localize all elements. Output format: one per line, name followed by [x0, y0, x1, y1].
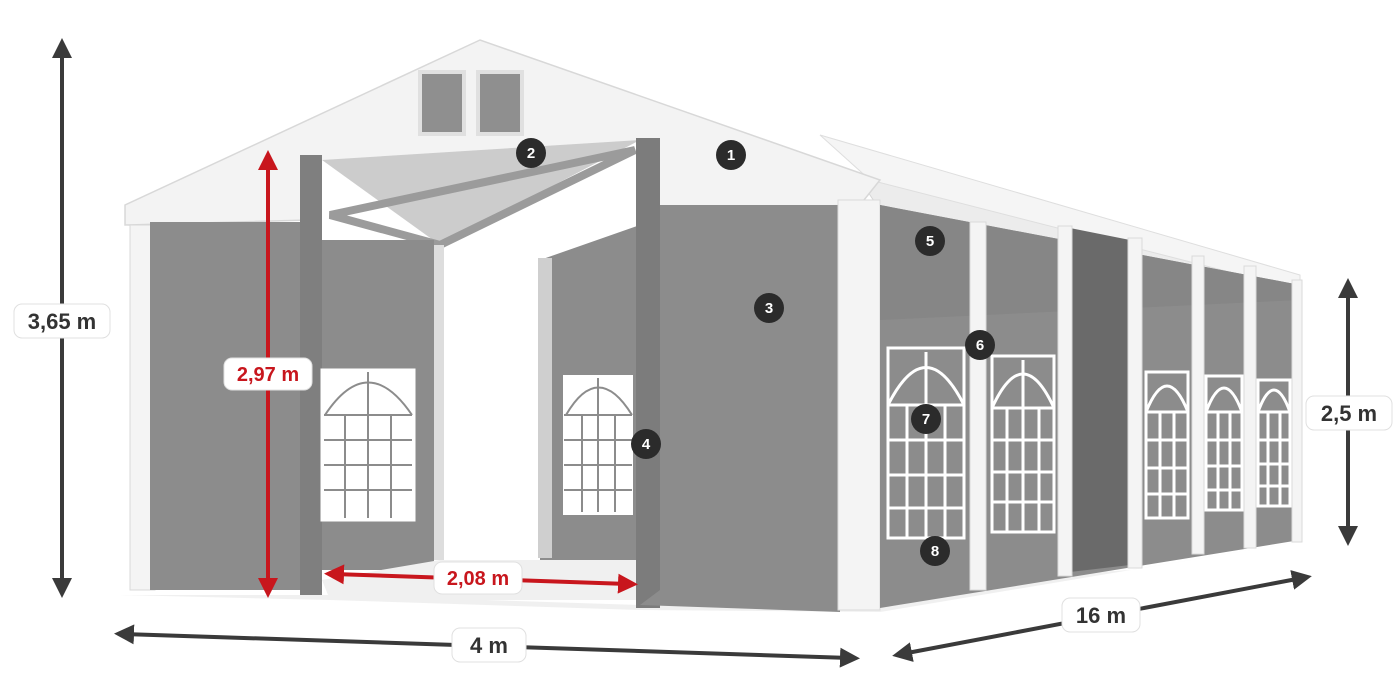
svg-text:2,97 m: 2,97 m — [237, 364, 299, 386]
marker-4: 4 — [631, 429, 661, 459]
side-window-4 — [1204, 374, 1244, 512]
svg-text:3,65 m: 3,65 m — [28, 309, 97, 334]
svg-text:8: 8 — [931, 543, 939, 560]
gable-vent-right — [476, 70, 524, 136]
side-window-1 — [886, 346, 966, 540]
front-wall-right — [636, 138, 881, 612]
side-wall — [880, 205, 1303, 608]
marker-8: 8 — [920, 536, 950, 566]
door-width-label: 2,08 m — [433, 561, 523, 595]
marker-2: 2 — [516, 138, 546, 168]
side-height-label: 2,5 m — [1305, 395, 1393, 431]
numbered-markers: 1 2 3 4 5 6 7 8 — [516, 138, 995, 566]
side-windows — [886, 346, 1292, 540]
side-window-5 — [1256, 378, 1292, 508]
height-label: 3,65 m — [13, 303, 111, 339]
dimension-labels: 3,65 m 2,5 m 4 m 16 m 2,97 m 2,08 m — [13, 303, 1393, 663]
svg-text:6: 6 — [976, 337, 984, 354]
svg-text:2: 2 — [527, 145, 535, 162]
svg-text:16 m: 16 m — [1076, 603, 1126, 628]
side-window-3 — [1144, 370, 1190, 520]
marker-7: 7 — [911, 404, 941, 434]
length-label: 16 m — [1061, 597, 1141, 633]
svg-text:1: 1 — [727, 147, 735, 164]
interior-window-left — [320, 368, 416, 522]
marker-3: 3 — [754, 293, 784, 323]
marker-5: 5 — [915, 226, 945, 256]
door-height-label: 2,97 m — [223, 357, 313, 391]
svg-text:2,5 m: 2,5 m — [1321, 401, 1377, 426]
interior-window-right — [563, 375, 633, 515]
svg-text:2,08 m: 2,08 m — [447, 568, 509, 590]
side-window-2 — [990, 354, 1056, 534]
gable-vent-left — [418, 70, 466, 136]
marker-6: 6 — [965, 330, 995, 360]
svg-text:7: 7 — [922, 411, 930, 428]
marker-1: 1 — [716, 140, 746, 170]
svg-text:4 m: 4 m — [470, 633, 508, 658]
svg-text:4: 4 — [642, 436, 651, 453]
svg-text:3: 3 — [765, 300, 773, 317]
svg-text:5: 5 — [926, 233, 934, 250]
width-label: 4 m — [451, 627, 527, 663]
